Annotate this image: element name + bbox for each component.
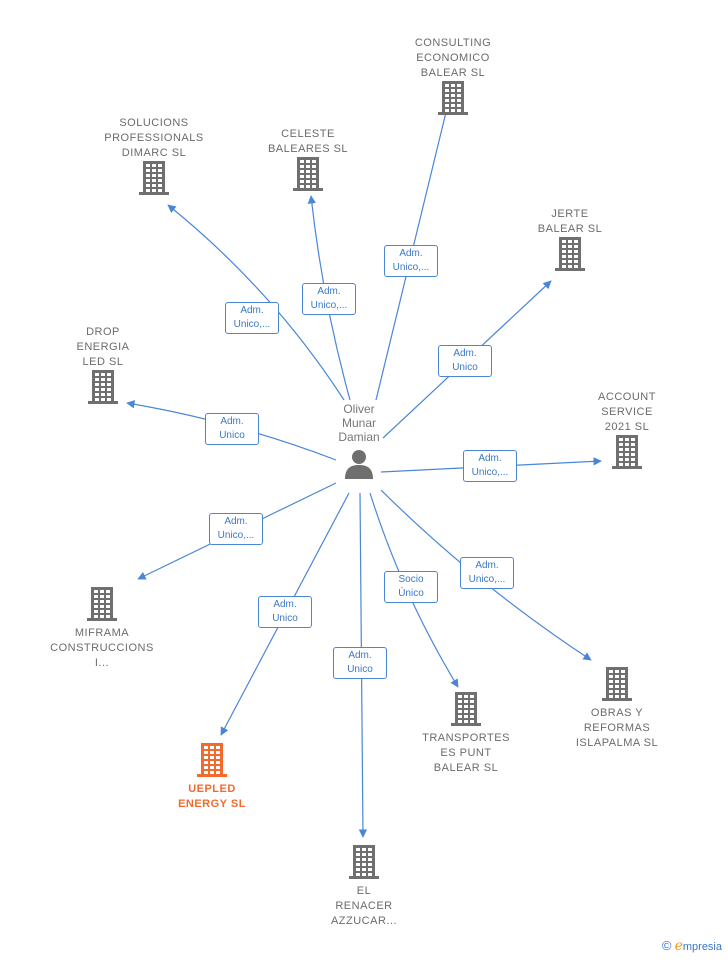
company-name: UEPLED ENERGY SL	[178, 783, 246, 810]
brand-initial: e	[674, 938, 683, 954]
building-icon	[602, 667, 632, 706]
person-node[interactable]: Oliver Munar Damian	[319, 402, 399, 483]
relation-label-obras[interactable]: Adm. Unico,...	[460, 557, 514, 589]
company-node-jerte[interactable]: JERTE BALEAR SL	[505, 207, 635, 276]
building-icon	[555, 237, 585, 276]
building-icon	[612, 435, 642, 474]
building-icon	[197, 743, 227, 782]
relation-label-uepled[interactable]: Adm. Unico	[258, 596, 312, 628]
company-node-drop[interactable]: DROP ENERGIA LED SL	[38, 325, 168, 409]
company-node-account[interactable]: ACCOUNT SERVICE 2021 SL	[562, 390, 692, 474]
relation-label-celeste[interactable]: Adm. Unico,...	[302, 283, 356, 315]
relation-label-solucions[interactable]: Adm. Unico,...	[225, 302, 279, 334]
relation-label-miframa[interactable]: Adm. Unico,...	[209, 513, 263, 545]
person-icon	[345, 450, 373, 479]
relation-label-renacer[interactable]: Adm. Unico	[333, 647, 387, 679]
company-name: JERTE BALEAR SL	[537, 208, 603, 235]
company-node-uepled[interactable]: UEPLED ENERGY SL	[147, 743, 277, 812]
edge-solucions	[167, 204, 345, 401]
company-node-transportes[interactable]: TRANSPORTES ES PUNT BALEAR SL	[401, 692, 531, 776]
building-icon	[87, 587, 117, 626]
company-node-consulting[interactable]: CONSULTING ECONOMICO BALEAR SL	[388, 36, 518, 120]
building-icon	[451, 692, 481, 731]
company-node-obras[interactable]: OBRAS Y REFORMAS ISLAPALMA SL	[552, 667, 682, 751]
building-icon	[88, 370, 118, 409]
company-name: ACCOUNT SERVICE 2021 SL	[598, 391, 656, 433]
company-name: DROP ENERGIA LED SL	[76, 326, 130, 368]
building-icon	[139, 161, 169, 200]
person-name: Oliver Munar Damian	[338, 402, 380, 444]
company-name: SOLUCIONS PROFESSIONALS DIMARC SL	[104, 117, 204, 159]
relation-label-consulting[interactable]: Adm. Unico,...	[384, 245, 438, 277]
building-icon	[349, 845, 379, 884]
company-name: TRANSPORTES ES PUNT BALEAR SL	[422, 732, 510, 774]
company-node-renacer[interactable]: EL RENACER AZZUCAR...	[299, 845, 429, 929]
building-icon	[293, 157, 323, 196]
relation-label-transportes[interactable]: Socio Único	[384, 571, 438, 603]
company-name: EL RENACER AZZUCAR...	[330, 885, 398, 927]
brand-name: mpresia	[682, 941, 722, 953]
relation-label-drop[interactable]: Adm. Unico	[205, 413, 259, 445]
empresia-watermark: © empresia	[662, 938, 722, 954]
company-node-solucions[interactable]: SOLUCIONS PROFESSIONALS DIMARC SL	[89, 116, 219, 200]
relation-label-jerte[interactable]: Adm. Unico	[438, 345, 492, 377]
copyright-symbol: ©	[661, 938, 672, 953]
company-node-miframa[interactable]: MIFRAMA CONSTRUCCIONS I...	[37, 587, 167, 671]
company-name: CELESTE BALEARES SL	[267, 128, 349, 155]
relation-label-account[interactable]: Adm. Unico,...	[463, 450, 517, 482]
company-name: MIFRAMA CONSTRUCCIONS I...	[50, 627, 154, 669]
company-name: CONSULTING ECONOMICO BALEAR SL	[414, 37, 492, 79]
company-node-celeste[interactable]: CELESTE BALEARES SL	[243, 127, 373, 196]
building-icon	[438, 81, 468, 120]
company-name: OBRAS Y REFORMAS ISLAPALMA SL	[575, 707, 659, 749]
